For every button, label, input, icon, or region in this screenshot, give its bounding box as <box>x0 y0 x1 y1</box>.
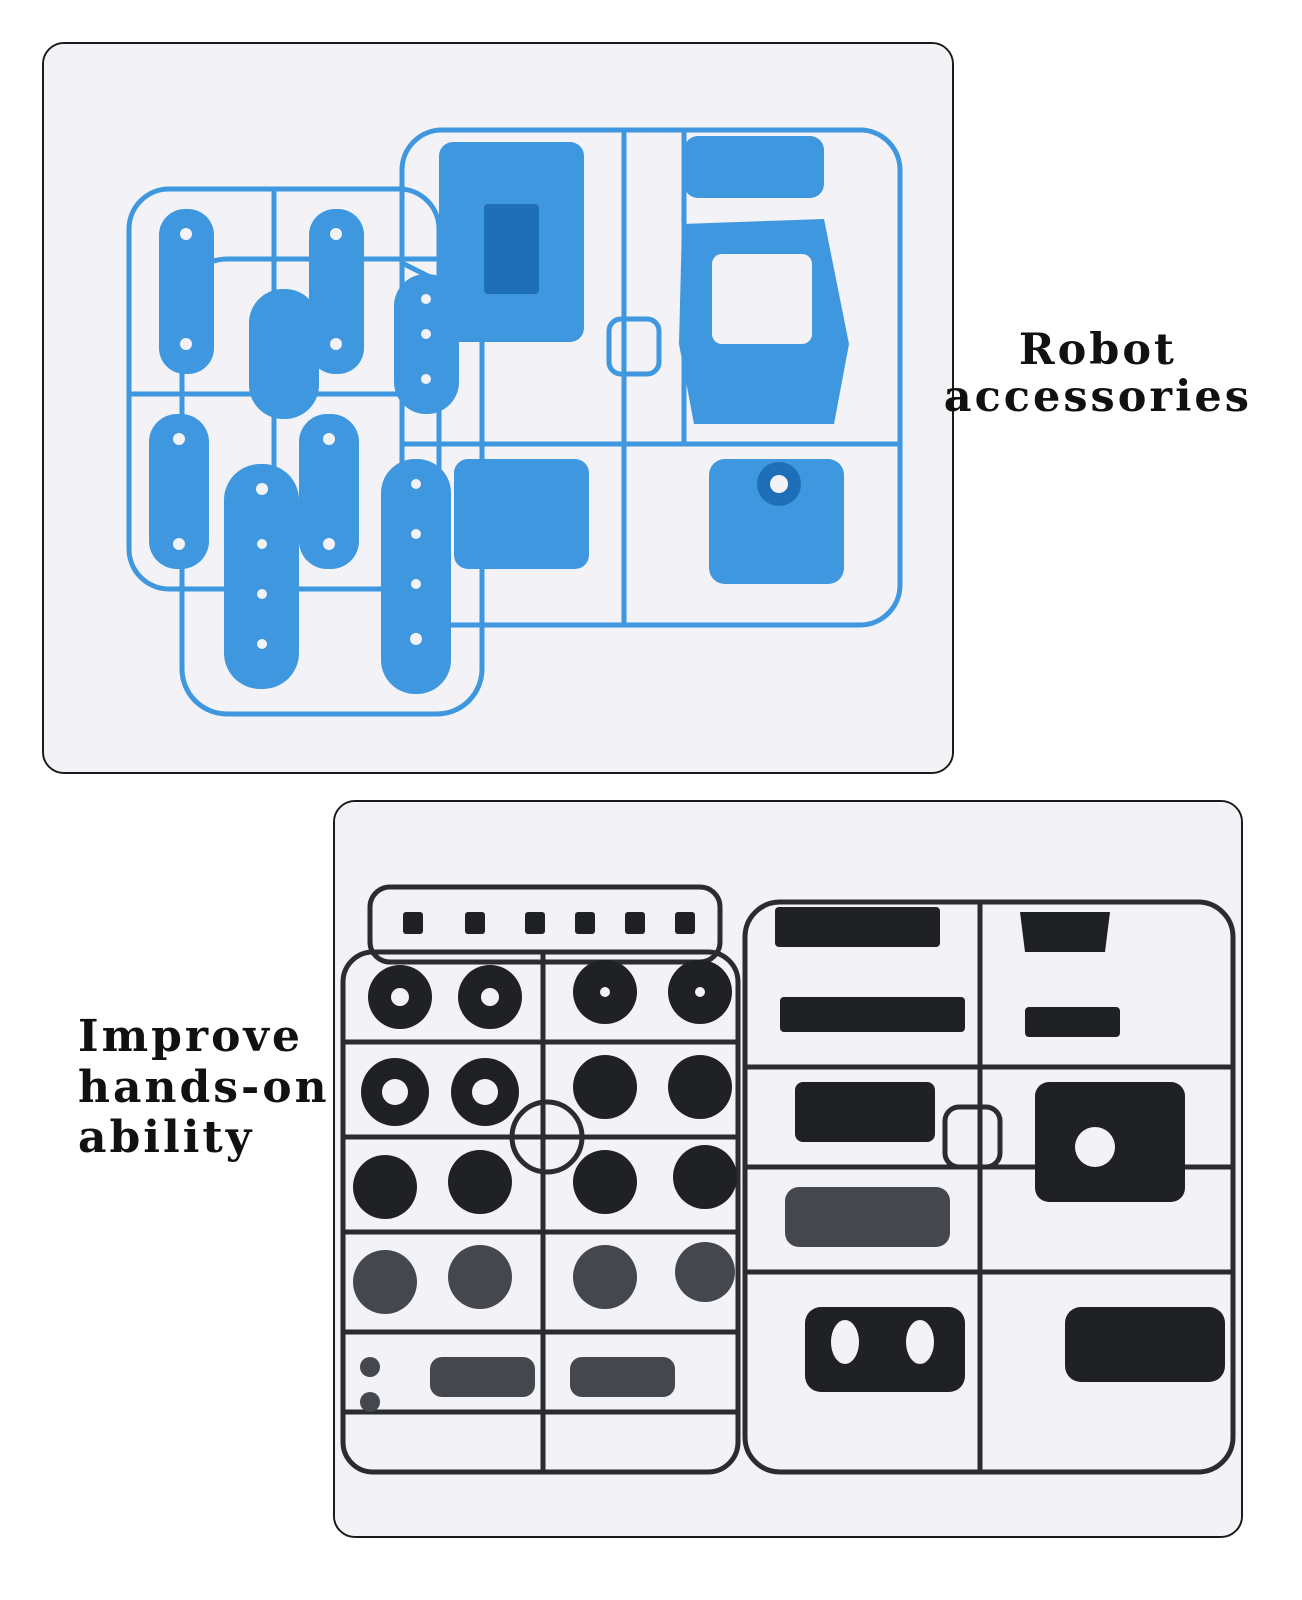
caption-line: Improve <box>78 1011 303 1062</box>
caption-line: accessories <box>943 372 1252 423</box>
caption-line: ability <box>78 1112 255 1164</box>
photo-black-parts-panel <box>333 800 1243 1538</box>
caption-robot-accessories: Robot accessories <box>943 325 1252 423</box>
blue-sprue-illustration <box>44 44 952 772</box>
black-sprue-illustration <box>335 802 1241 1536</box>
caption-line: Robot <box>1018 325 1177 375</box>
photo-blue-parts-panel <box>42 42 954 774</box>
caption-improve-hands-on-ability: Improve hands-on ability <box>78 1011 330 1164</box>
caption-line: hands-on <box>78 1061 330 1113</box>
